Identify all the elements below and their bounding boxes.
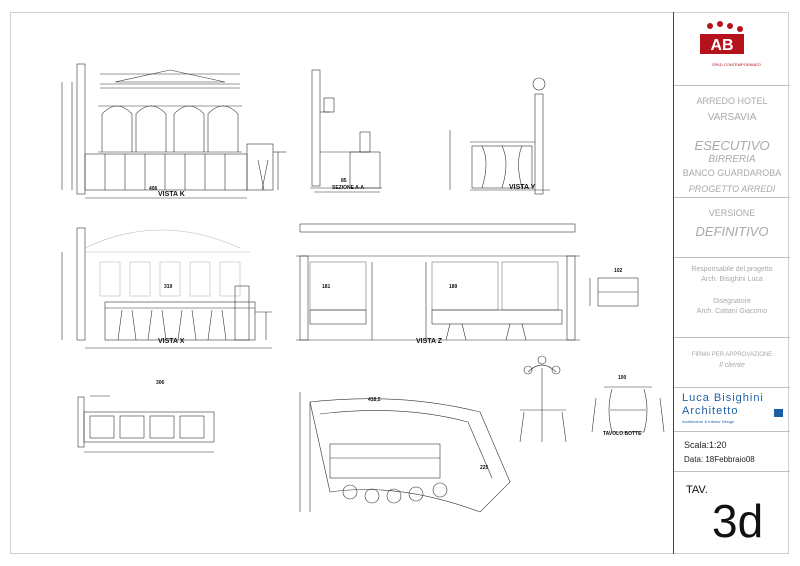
version-label: VERSIONE <box>708 208 756 218</box>
architect-blue-square <box>774 409 783 417</box>
dim-85: 85 <box>341 178 347 184</box>
designer-label: Disegnatore <box>713 298 751 305</box>
version-value: DEFINITIVO <box>695 224 769 239</box>
phase: ESECUTIVO <box>694 138 770 153</box>
architect-name: Luca Bisighini <box>682 392 764 404</box>
vista-x-label: VISTA X <box>158 338 185 345</box>
date: Data: 18Febbraio08 <box>684 455 755 464</box>
tav-number: 3d <box>712 495 764 547</box>
dim-189: 189 <box>449 284 458 290</box>
architect-section: Luca Bisighini Architetto Architecture &… <box>674 388 790 432</box>
sezione-aa-label: SEZIONE A-A <box>332 185 365 191</box>
lamp-table <box>519 355 567 443</box>
sheet-border <box>10 12 789 554</box>
vista-k-label: VISTA K <box>158 191 185 198</box>
dim-100: 100 <box>618 375 627 381</box>
project-line1: ARREDO HOTEL <box>696 96 768 106</box>
architect-sub: Architecture & Interior Design <box>682 419 735 424</box>
project-line2: VARSAVIA <box>707 112 757 123</box>
architect-title: Architetto <box>682 405 739 417</box>
company-name: SPAD CONTEMPORANEO <box>712 62 762 67</box>
dim-181: 181 <box>322 284 331 290</box>
bar-floor-plan <box>299 392 511 513</box>
logo-section: AB SPAD CONTEMPORANEO <box>674 12 790 86</box>
ab-logo-icon: AB <box>700 21 744 54</box>
tavolo-botte-label: TAVOLO BOTTE <box>603 431 642 437</box>
people-section: Responsabile del progetto Arch. Bisighin… <box>674 258 790 338</box>
dim-102: 102 <box>614 268 623 274</box>
scope: PROGETTO ARREDI <box>688 184 776 194</box>
svg-text:AB: AB <box>710 37 733 54</box>
dim-225: 225 <box>480 465 489 471</box>
sezione-aa-section <box>310 69 382 193</box>
technical-drawing <box>61 63 665 513</box>
vista-y-label: VISTA Y <box>509 184 536 191</box>
dim-418: 418,5 <box>368 397 381 403</box>
approval-line1: FIRMA PER APPROVAZIONE <box>691 352 773 358</box>
vista-z-elevation <box>296 223 580 341</box>
tav-label: TAV. <box>686 484 708 496</box>
barrel-table <box>591 386 665 433</box>
dim-406: 406 <box>149 186 158 192</box>
vista-k-elevation <box>61 63 286 199</box>
version-section: VERSIONE DEFINITIVO <box>674 198 790 258</box>
dim-306: 306 <box>156 380 165 386</box>
scale-section: Scala:1:20 Data: 18Febbraio08 <box>674 432 790 472</box>
sub2: BANCO GUARDAROBA <box>682 168 782 178</box>
title-block: AB SPAD CONTEMPORANEO ARREDO HOTEL VARSA… <box>673 12 790 554</box>
project-section: ARREDO HOTEL VARSAVIA ESECUTIVO BIRRERIA… <box>674 86 790 198</box>
dim-319: 319 <box>164 284 173 290</box>
sheet-number-section: TAV. 3d <box>674 472 790 554</box>
responsible-name: Arch. Bisighini Luca <box>701 276 763 283</box>
detail-side <box>589 277 639 307</box>
designer-name: Arch. Cattani Giacomo <box>696 308 768 315</box>
cloakroom-elevation <box>77 395 215 453</box>
vista-x-elevation <box>61 227 272 349</box>
sub1: BIRRERIA <box>708 154 756 165</box>
vista-z-label: VISTA Z <box>416 338 443 345</box>
responsible-label: Responsabile del progetto <box>691 266 773 273</box>
approval-line2: Il cliente <box>719 362 745 369</box>
vista-y-elevation <box>449 77 550 195</box>
scale: Scala:1:20 <box>684 440 727 450</box>
approval-section: FIRMA PER APPROVAZIONE Il cliente <box>674 338 790 388</box>
